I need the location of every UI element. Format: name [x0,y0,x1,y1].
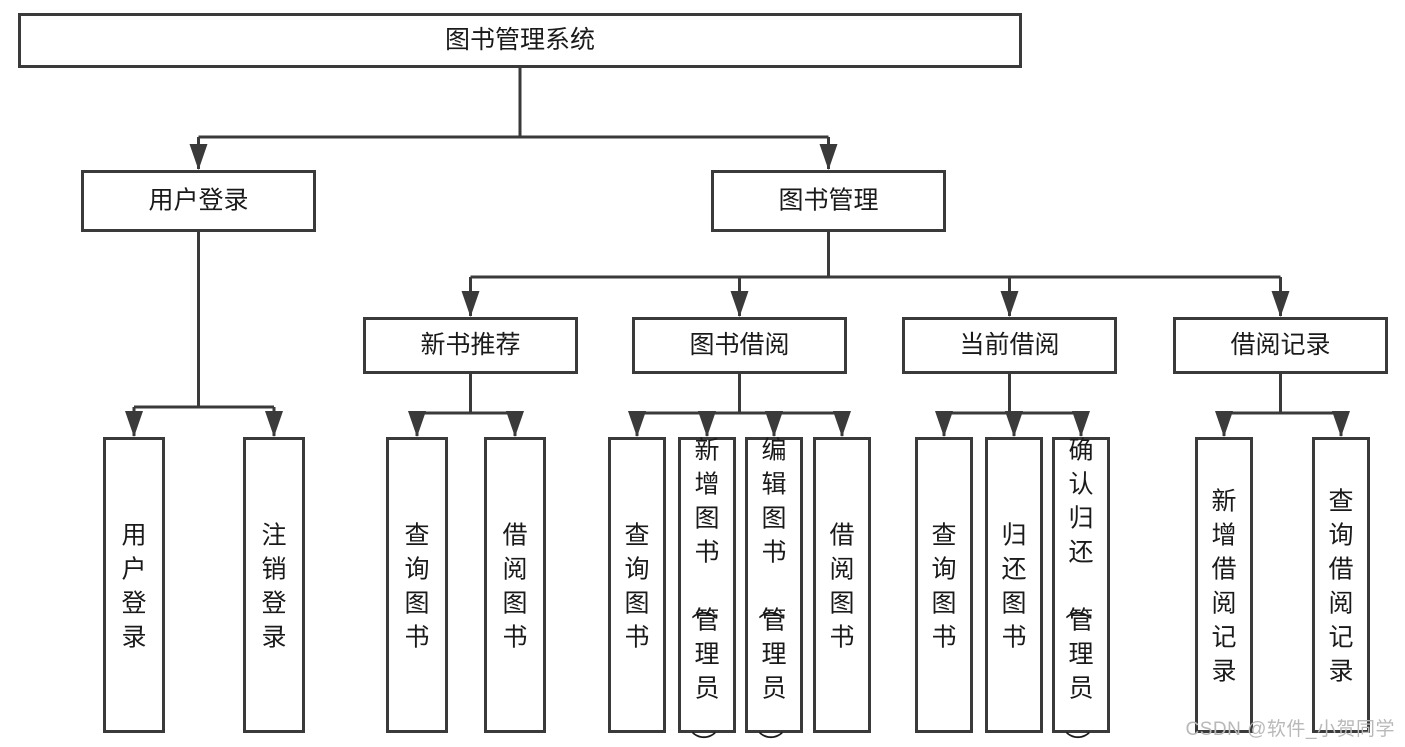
node-图书管理-label: 图书管理 [778,187,878,215]
node-图书管理-box[interactable] [711,170,946,232]
node-用户登录-box[interactable] [81,170,316,232]
leaf-node-12[interactable]: 新增借阅记录 [1195,437,1253,733]
connector-group-root [189,68,838,170]
node-用户登录-label: 用户登录 [148,187,248,215]
arrow-head-icon [461,291,480,317]
leaf-node-1[interactable]: 用户登录 [103,437,165,733]
node-图书管理系统-box[interactable] [18,13,1022,68]
node-借阅图书-label: 借阅图书 [829,522,854,652]
node-归还图书-label: 归还图书 [1001,522,1026,652]
node-查询借阅记录-label: 查询借阅记录 [1328,488,1353,686]
node-用户登录-box[interactable] [103,437,165,733]
node-查询借阅记录-box[interactable] [1312,437,1370,733]
connector-group-node-新书推荐 [408,374,524,437]
arrow-head-icon [833,411,851,437]
node-图书借阅-box[interactable] [632,317,847,374]
connector-layer [125,68,1350,437]
node-借阅图书-box[interactable] [484,437,546,733]
arrow-head-icon [1000,291,1019,317]
node-新书推荐-label: 新书推荐 [420,331,520,359]
arrow-head-icon [1072,411,1090,437]
connector-group-node-当前借阅 [935,374,1090,437]
arrow-head-icon [265,411,283,437]
connector-group-node-图书借阅 [628,374,851,437]
connector-group-user-login [125,232,283,437]
arrow-head-icon [765,411,783,437]
level3-node-3[interactable]: 当前借阅 [902,317,1117,374]
level3-node-4[interactable]: 借阅记录 [1173,317,1388,374]
node-layer: 图书管理系统用户登录图书管理新书推荐图书借阅当前借阅借阅记录用户登录注销登录查询… [18,13,1388,747]
leaf-node-9[interactable]: 查询图书 [915,437,973,733]
arrow-head-icon [819,144,838,170]
node-查询图书-label: 查询图书 [931,522,956,652]
node-新增借阅记录-box[interactable] [1195,437,1253,733]
arrow-head-icon [506,411,524,437]
node-新增图书管理员-label: 新增图书（管理员） [688,437,719,747]
leaf-node-13[interactable]: 查询借阅记录 [1312,437,1370,733]
node-图书管理系统-label: 图书管理系统 [445,26,595,54]
node-查询图书-box[interactable] [386,437,448,733]
arrow-head-icon [1005,411,1023,437]
node-确认归还管理员-label: 确认归还（管理员） [1062,437,1093,747]
leaf-node-4[interactable]: 借阅图书 [484,437,546,733]
node-当前借阅-label: 当前借阅 [959,331,1059,359]
node-查询图书-box[interactable] [608,437,666,733]
node-借阅记录-label: 借阅记录 [1230,331,1330,359]
level3-node-2[interactable]: 图书借阅 [632,317,847,374]
node-新书推荐-box[interactable] [363,317,578,374]
arrow-head-icon [935,411,953,437]
node-注销登录-box[interactable] [243,437,305,733]
connector-group-book-management [461,232,1290,317]
leaf-node-6[interactable]: 新增图书（管理员） [678,437,736,747]
arrow-head-icon [125,411,143,437]
leaf-node-11[interactable]: 确认归还（管理员） [1052,437,1110,747]
node-查询图书-box[interactable] [915,437,973,733]
level2-node-1[interactable]: 用户登录 [81,170,316,232]
node-借阅图书-label: 借阅图书 [502,522,527,652]
arrow-head-icon [698,411,716,437]
arrow-head-icon [408,411,426,437]
arrow-head-icon [189,144,208,170]
leaf-node-2[interactable]: 注销登录 [243,437,305,733]
level3-node-1[interactable]: 新书推荐 [363,317,578,374]
leaf-node-5[interactable]: 查询图书 [608,437,666,733]
node-确认归还管理员-box[interactable] [1052,437,1110,733]
root-node-1[interactable]: 图书管理系统 [18,13,1022,68]
arrow-head-icon [1215,411,1233,437]
watermark-text: CSDN @软件_小贺同学 [1185,719,1395,740]
node-借阅记录-box[interactable] [1173,317,1388,374]
node-归还图书-box[interactable] [985,437,1043,733]
connector-group-node-借阅记录 [1215,374,1350,437]
node-注销登录-label: 注销登录 [261,522,286,652]
node-用户登录-label: 用户登录 [121,522,146,652]
node-新增图书管理员-box[interactable] [678,437,736,733]
level2-node-2[interactable]: 图书管理 [711,170,946,232]
node-借阅图书-box[interactable] [813,437,871,733]
node-查询图书-label: 查询图书 [624,522,649,652]
arrow-head-icon [730,291,749,317]
arrow-head-icon [628,411,646,437]
leaf-node-10[interactable]: 归还图书 [985,437,1043,733]
node-查询图书-label: 查询图书 [404,522,429,652]
leaf-node-7[interactable]: 编辑图书（管理员） [745,437,803,747]
arrow-head-icon [1332,411,1350,437]
node-当前借阅-box[interactable] [902,317,1117,374]
arrow-head-icon [1271,291,1290,317]
leaf-node-8[interactable]: 借阅图书 [813,437,871,733]
node-编辑图书管理员-label: 编辑图书（管理员） [755,437,786,747]
node-编辑图书管理员-box[interactable] [745,437,803,733]
node-图书借阅-label: 图书借阅 [689,331,789,359]
node-新增借阅记录-label: 新增借阅记录 [1211,488,1236,686]
leaf-node-3[interactable]: 查询图书 [386,437,448,733]
